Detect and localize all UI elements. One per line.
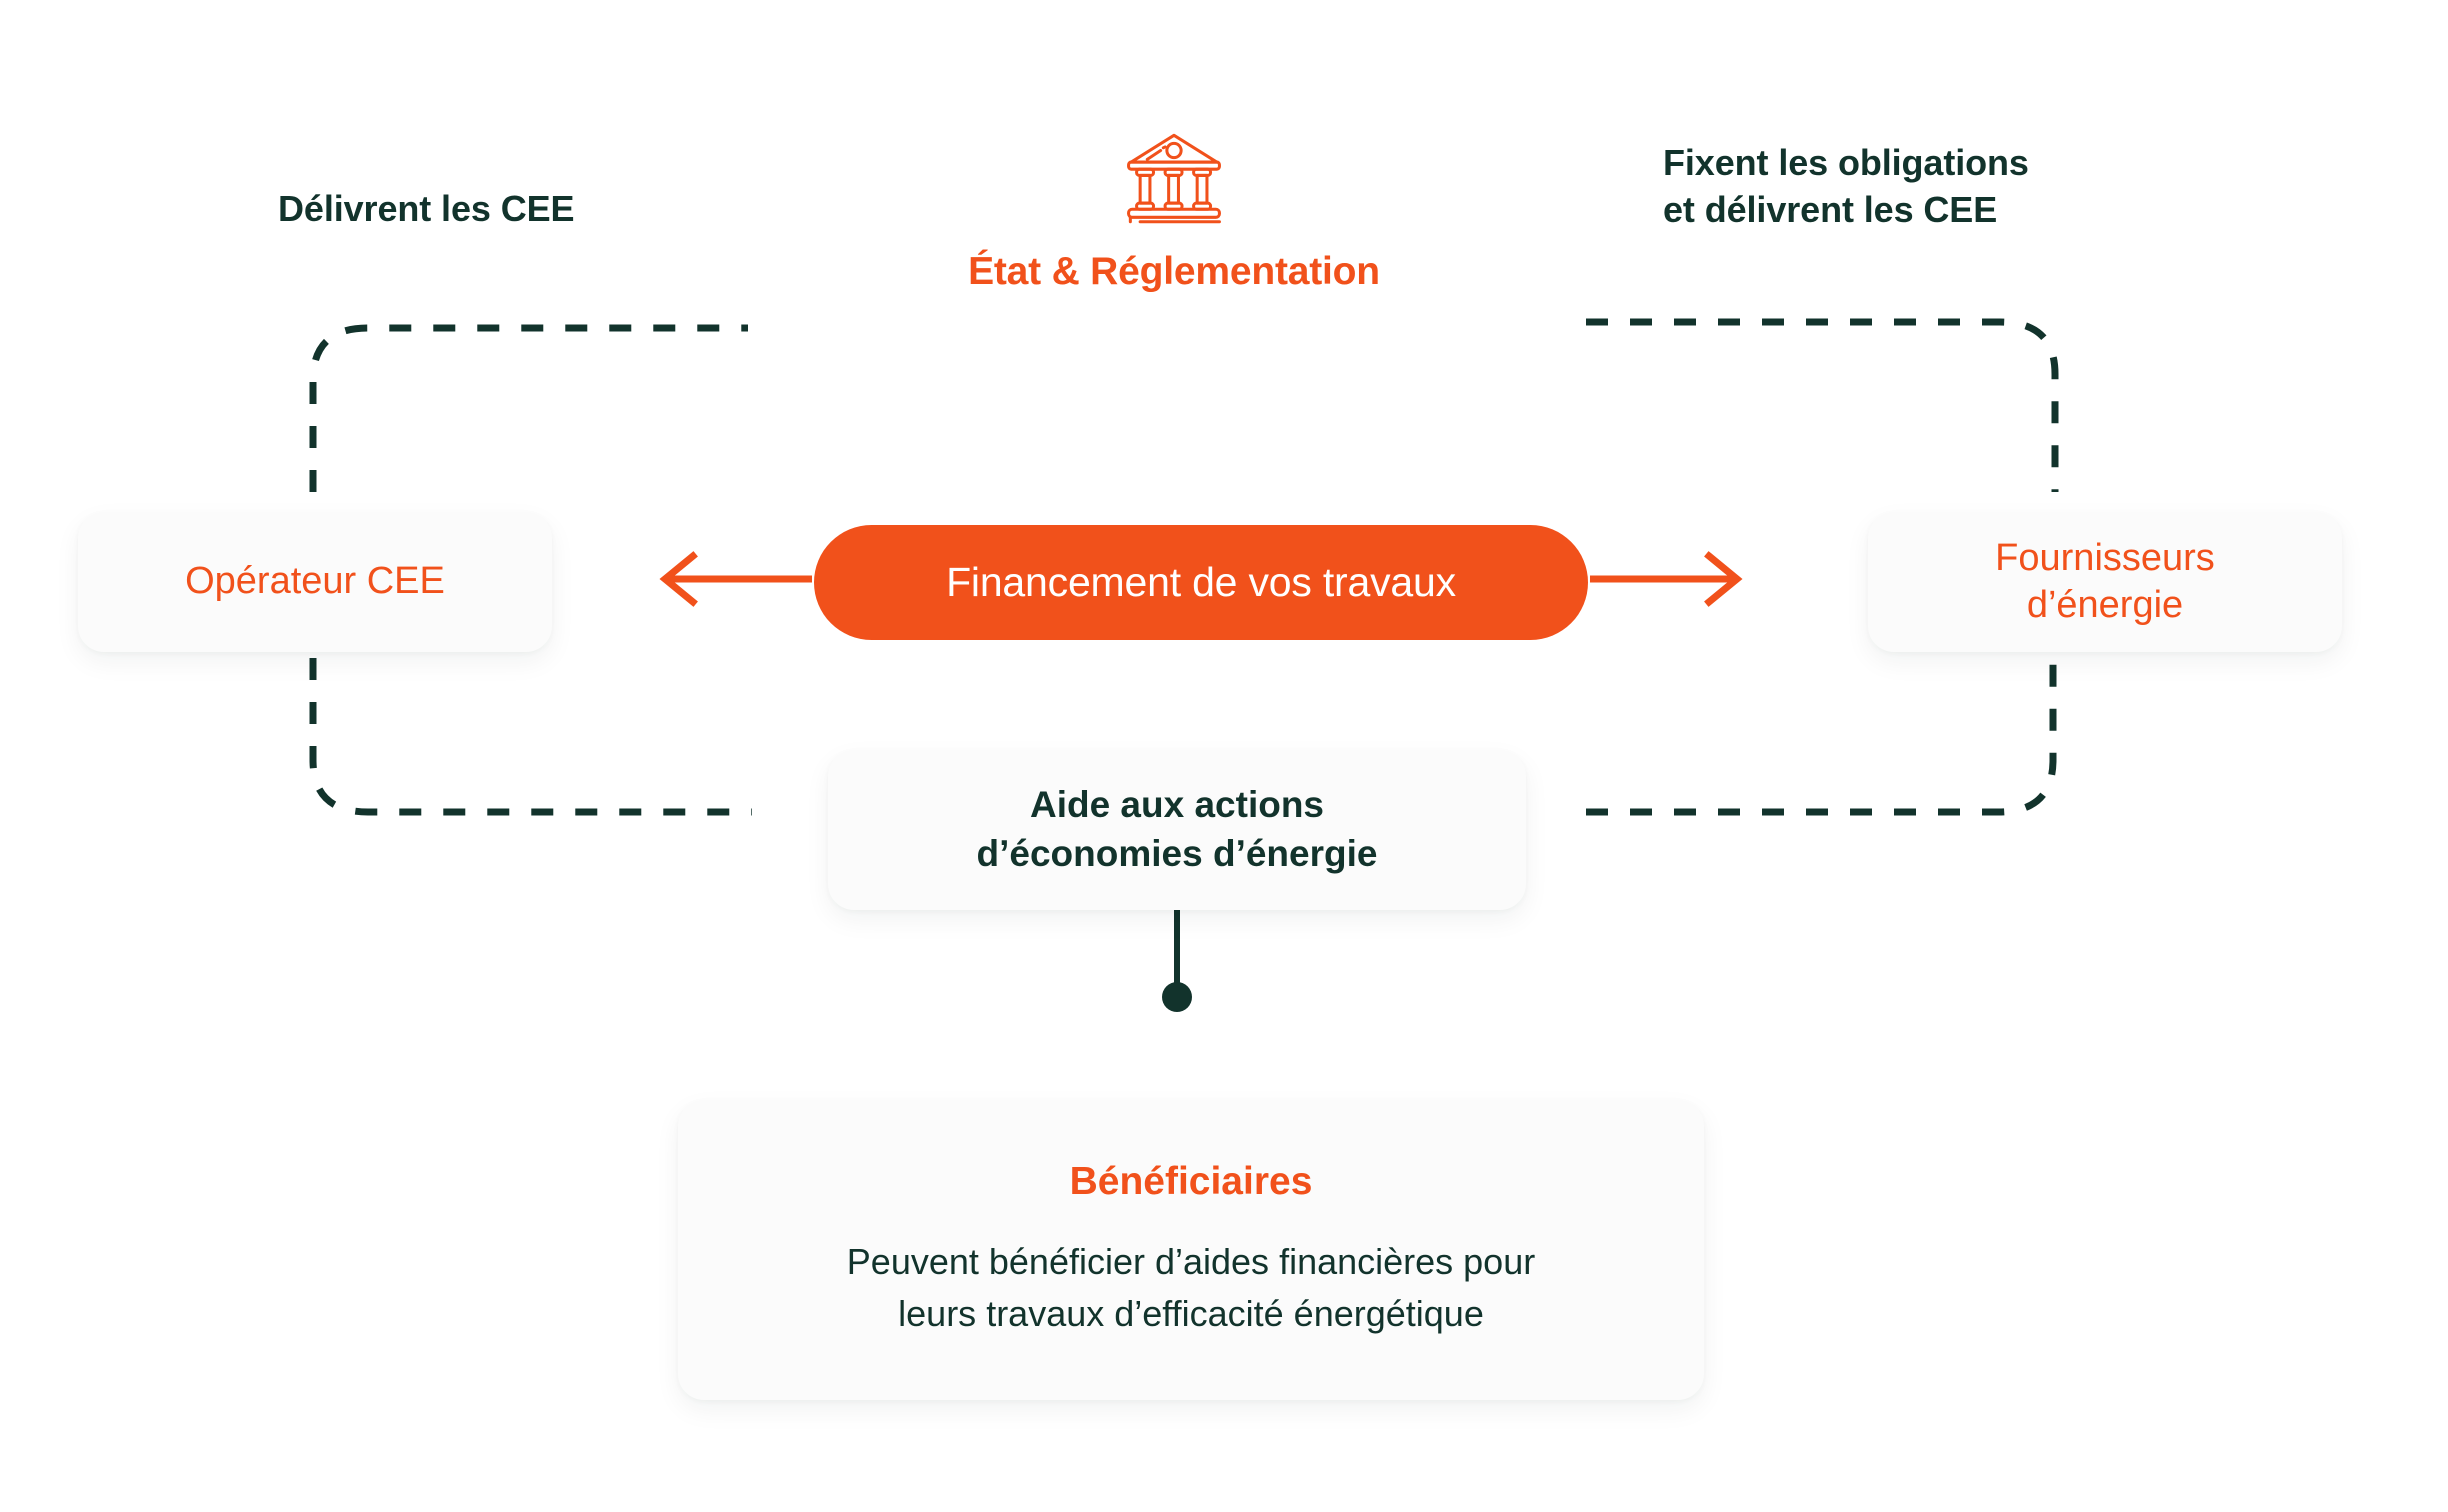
etat-reglementation-label: État & Réglementation (968, 250, 1380, 293)
card-beneficiaires-body-line1: Peuvent bénéficier d’aides financières p… (846, 1240, 1536, 1282)
connector-end-dot (1162, 982, 1192, 1012)
card-fournisseurs-energie-title: Fournisseurs d’énergie (1995, 535, 2215, 630)
dashed-connector-top-right (1586, 318, 2059, 492)
caption-right-line2: et délivrent les CEE (1663, 188, 1998, 230)
card-operateur-cee[interactable]: Opérateur CEE (78, 512, 552, 652)
dashed-connector-bottom-right (1586, 658, 2057, 816)
bank-building-icon (1127, 133, 1221, 224)
card-aide-aux-actions[interactable]: Aide aux actions d’économies d’énergie (828, 750, 1526, 910)
card-fournisseurs-line2: d’énergie (2026, 584, 2184, 626)
card-beneficiaires[interactable]: Bénéficiaires Peuvent bénéficier d’aides… (678, 1100, 1704, 1400)
card-fournisseurs-line1: Fournisseurs (1995, 536, 2215, 579)
caption-fixent-les-obligations: Fixent les obligations et délivrent les … (1663, 140, 2029, 234)
card-beneficiaires-title: Bénéficiaires (1069, 1160, 1313, 1204)
caption-delivrent-les-cee: Délivrent les CEE (278, 186, 575, 233)
dashed-connector-bottom-left (309, 658, 752, 816)
pill-financement-label: Financement de vos travaux (946, 559, 1456, 605)
caption-left-line1: Délivrent les CEE (278, 188, 575, 229)
card-beneficiaires-body: Peuvent bénéficier d’aides financières p… (847, 1236, 1535, 1341)
caption-right-line1: Fixent les obligations (1663, 142, 2029, 183)
card-fournisseurs-energie[interactable]: Fournisseurs d’énergie (1868, 512, 2342, 652)
arrow-right-icon (1590, 551, 1743, 607)
card-aide-line2: d’économies d’énergie (976, 833, 1378, 874)
etat-reglementation-node: État & Réglementation (824, 130, 1524, 294)
card-operateur-cee-title: Opérateur CEE (185, 560, 445, 603)
arrow-left-icon (659, 551, 812, 607)
dashed-connector-top-left (309, 324, 748, 492)
card-aide-aux-actions-title: Aide aux actions d’économies d’énergie (977, 781, 1378, 879)
card-aide-line1: Aide aux actions (1029, 784, 1324, 826)
pill-financement-de-vos-travaux[interactable]: Financement de vos travaux (814, 525, 1588, 640)
card-beneficiaires-body-line2: leurs travaux d’efficacité énergétique (898, 1293, 1484, 1335)
